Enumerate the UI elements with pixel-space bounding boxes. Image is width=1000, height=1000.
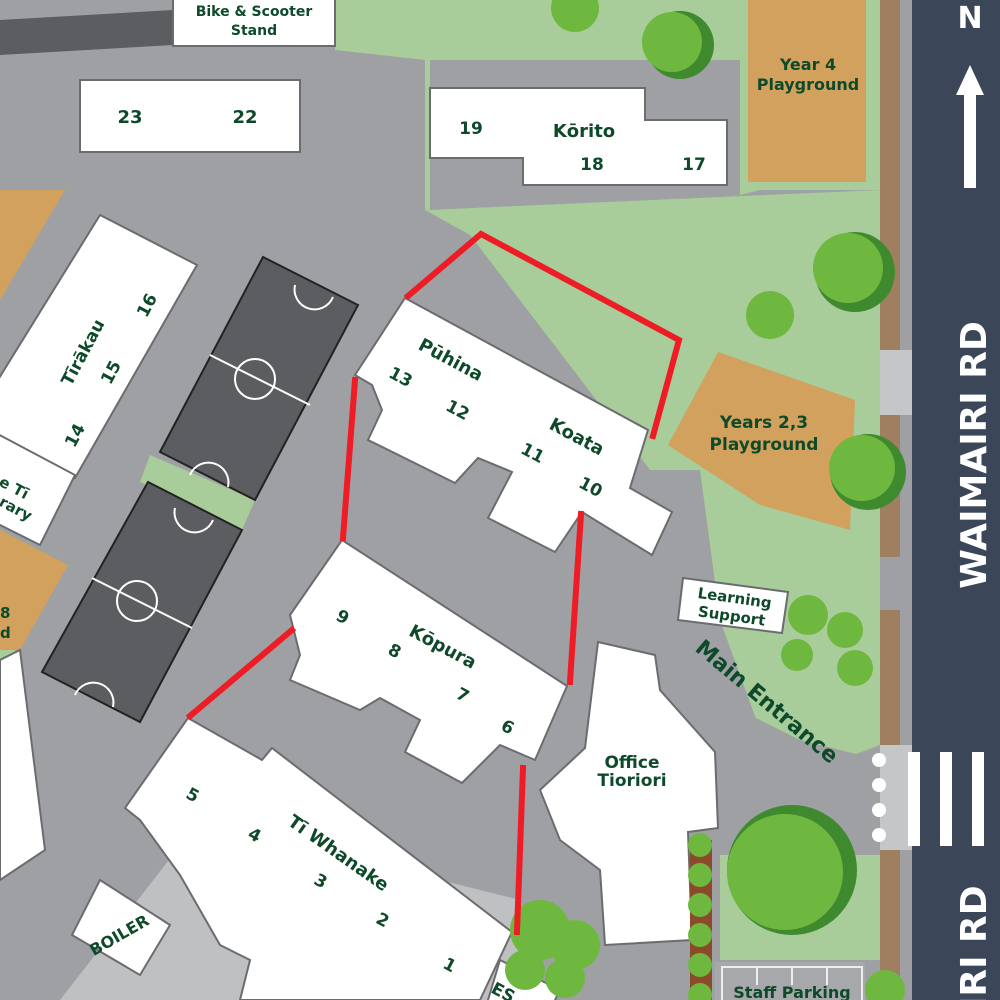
top-left-road [0,10,173,55]
building-kopura[interactable]: Kōpura 9 8 7 6 [288,538,569,785]
north-label: N [957,1,982,36]
left-playground [0,530,68,650]
svg-text:Tioriori: Tioriori [597,771,666,791]
learning-support-sign[interactable]: Learning Support [676,576,790,635]
svg-text:Stand: Stand [231,23,277,39]
trees [505,0,906,1000]
year4-playground [748,0,866,182]
waimairi-road [912,0,1000,1000]
building-library[interactable]: e Tī rary [0,430,77,547]
svg-text:Staff Parking: Staff Parking [733,983,850,1000]
svg-text:Playground: Playground [757,75,860,94]
north-arrow-icon [956,65,984,188]
building-23-22[interactable]: 23 22 [79,79,301,153]
years23-label: Years 2,3 [719,413,808,433]
boundary-lines [185,230,683,936]
years23-playground [668,352,855,530]
building-tirakau[interactable]: Tīrākau 16 15 14 [0,213,199,480]
svg-text:Playground: Playground [710,435,819,455]
svg-text:Kōrito: Kōrito [553,121,615,142]
left-playground-label: 8 [0,604,10,622]
building-boiler[interactable]: BOILER [70,878,172,977]
year4-label: Year 4 [779,55,836,74]
svg-text:22: 22 [232,107,257,128]
building-ti-whanake[interactable]: Tī Whanake 5 4 3 2 1 [123,716,514,1000]
staff-parking[interactable]: Staff Parking [715,962,865,1000]
road-label-bottom: IRI RD [954,885,995,1000]
bike-scooter-stand[interactable]: Bike & Scooter Stand [172,0,336,47]
svg-text:Office: Office [604,753,659,773]
svg-text:18: 18 [580,155,604,175]
svg-text:23: 23 [117,107,142,128]
building-office-tioriori[interactable]: Office Tioriori [538,640,720,947]
crosswalk[interactable] [872,752,984,846]
road-label-waimairi: WAIMAIRI RD [954,321,995,589]
left-playground-label-2: d [0,624,11,642]
svg-text:19: 19 [459,119,483,139]
left-building[interactable] [0,648,47,882]
building-puhina-koata[interactable]: Pūhina 13 12 Koata 11 10 [353,296,674,557]
sports-courts[interactable] [40,255,360,724]
left-playground-top [0,190,65,300]
building-korito[interactable]: Kōrito 19 18 17 [429,87,728,186]
svg-text:17: 17 [682,155,706,175]
svg-text:Bike & Scooter: Bike & Scooter [196,4,313,20]
